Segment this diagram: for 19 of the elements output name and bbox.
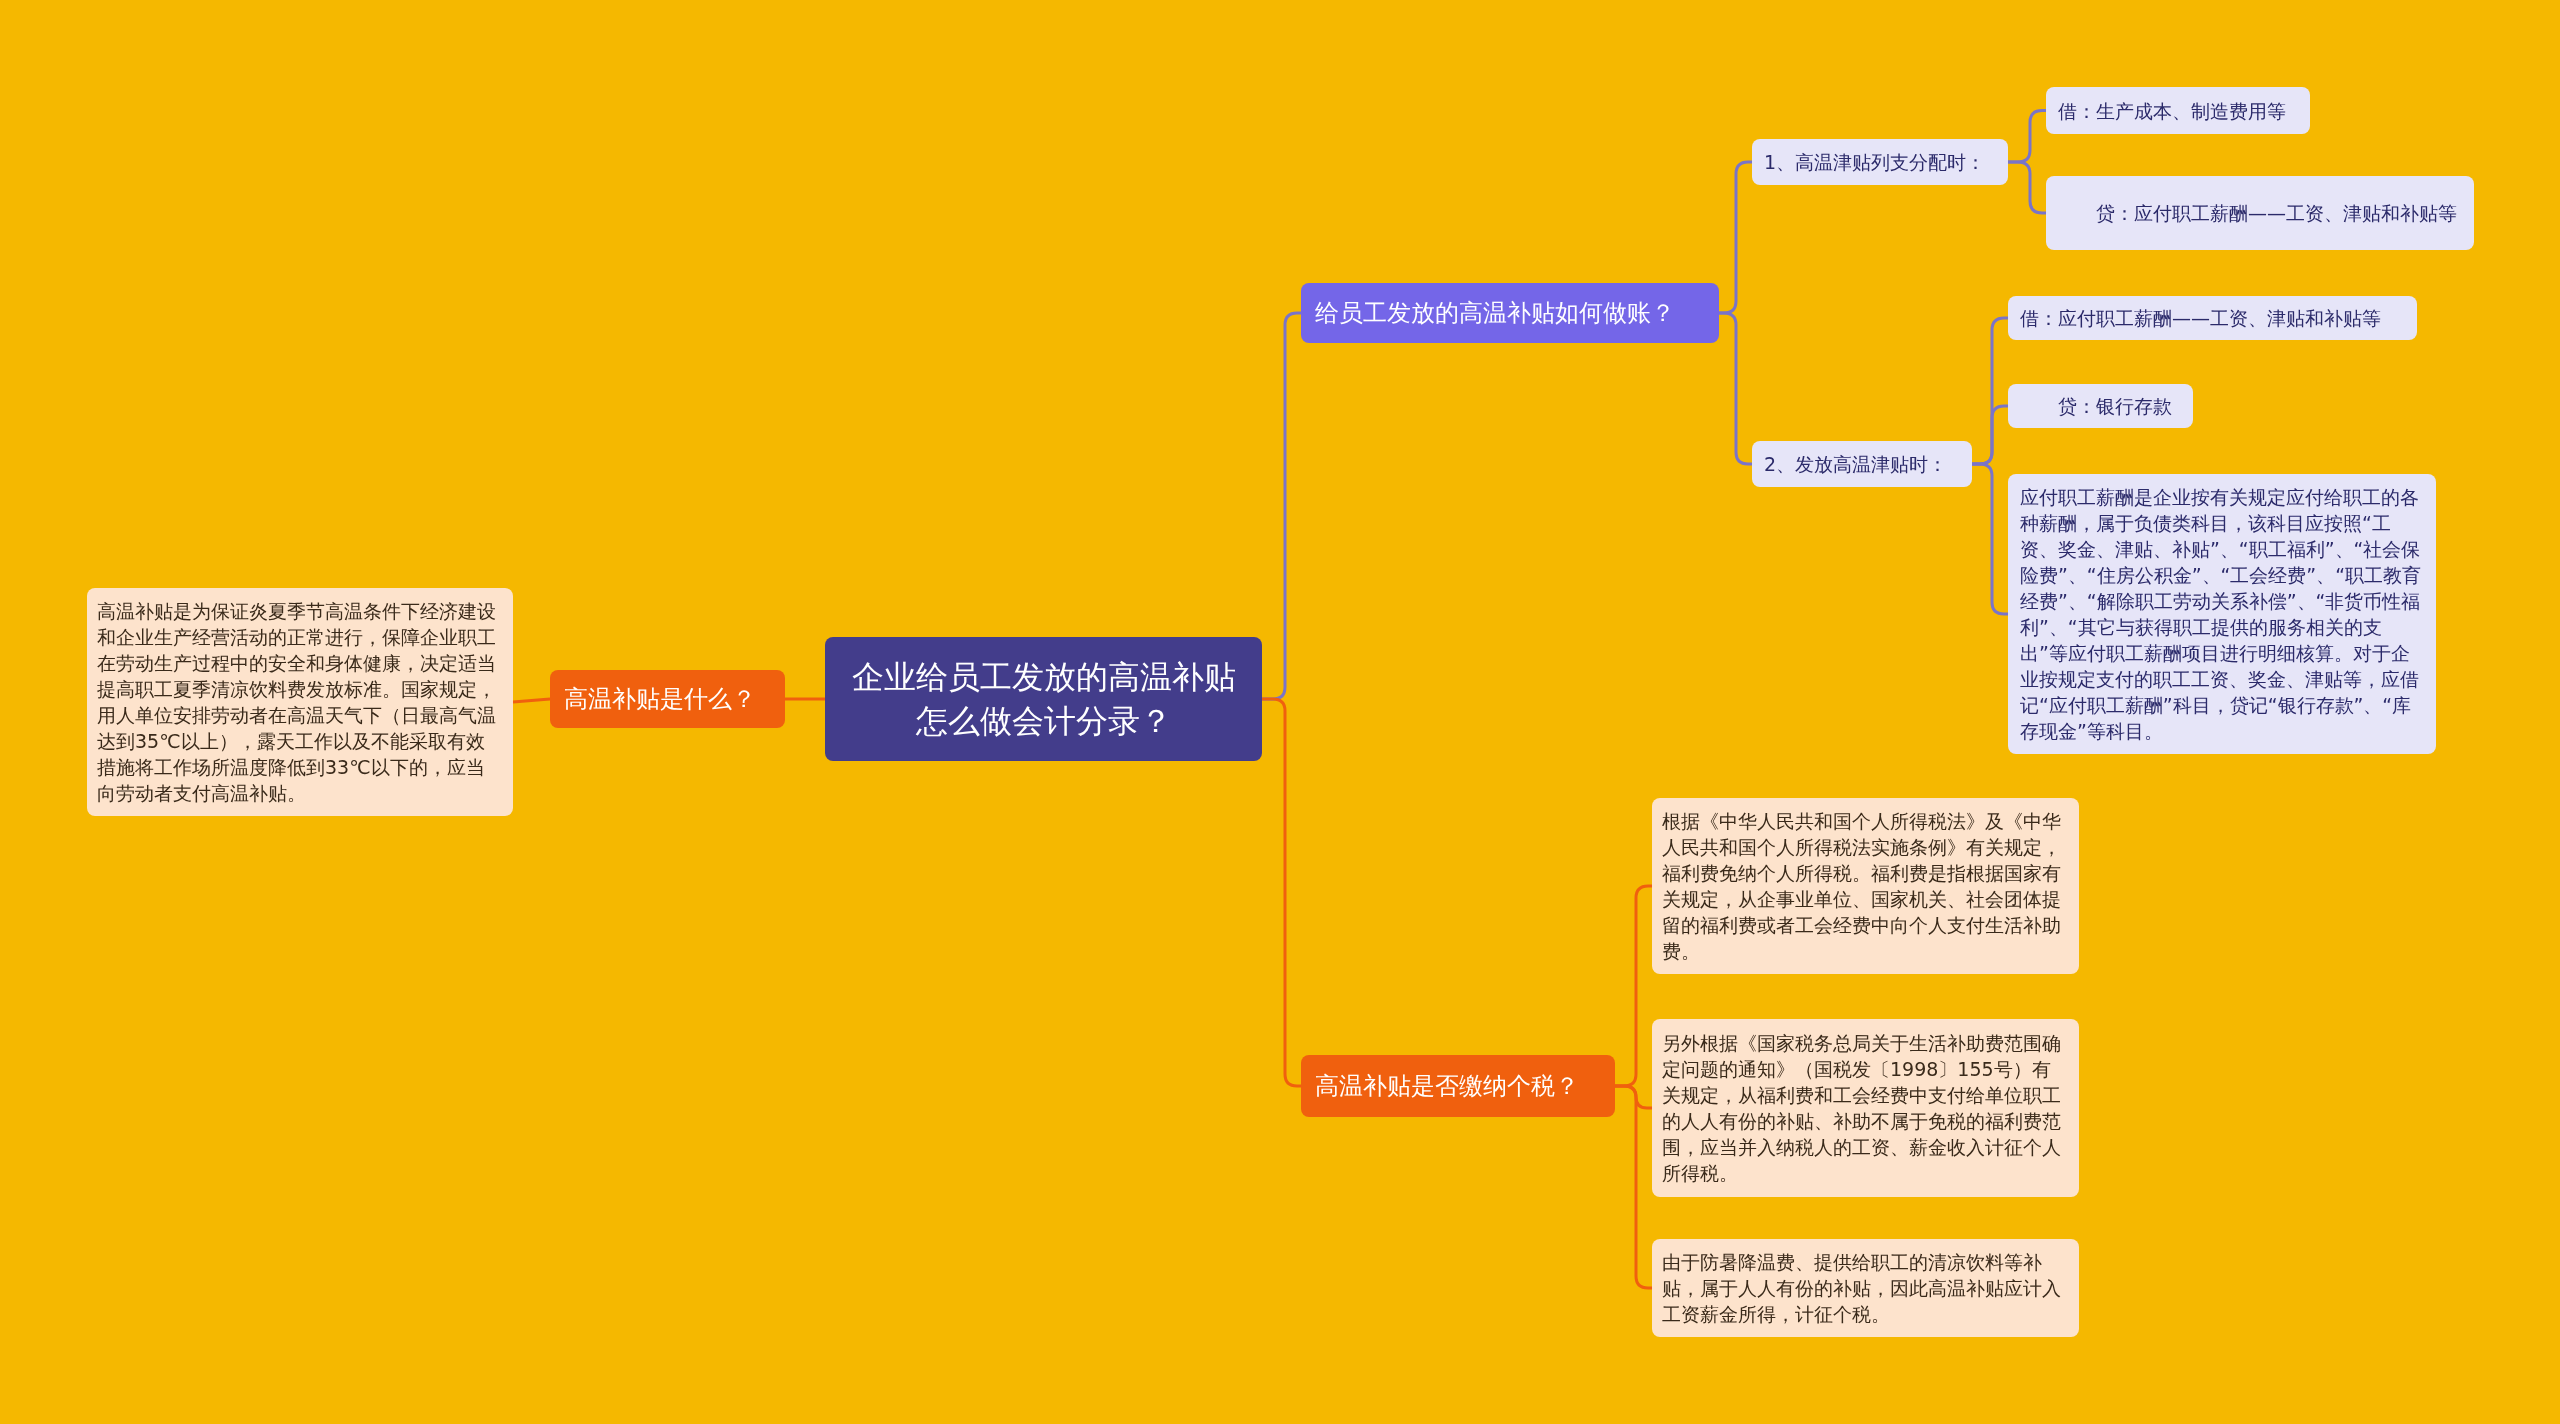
note-box: 2、发放高温津贴时： <box>1752 441 1972 487</box>
note-box: 1、高温津贴列支分配时： <box>1752 139 2008 185</box>
branch-box: 高温补贴是否缴纳个税？ <box>1301 1055 1615 1117</box>
topic-box: 企业给员工发放的高温补贴怎么做会计分录？ <box>825 637 1262 761</box>
connector-line <box>512 697 551 704</box>
branch-box: 给员工发放的高温补贴如何做账？ <box>1301 283 1719 343</box>
note-box: 应付职工薪酬是企业按有关规定应付给职工的各种薪酬，属于负债类科目，该科目应按照“工资、奖金、津贴、补贴”、“职工福利”、“社会保险费”、“住房公积金”、“工会经费”、“职工教育经费”、“解除职工劳动关系补偿”、“非货币性福利”、“其它与获得职工提供的服务相关的支出”等应付职工薪酬项目进行明细核算。对于企业按规定支付的职工工资、奖金、津贴等，应借记“应付职工薪酬”科目，贷记“银行存款”、“库存现金”等科目。 <box>2008 474 2436 754</box>
connector-line <box>1262 697 1301 1088</box>
note-box: 根据《中华人民共和国个人所得税法》及《中华人民共和国个人所得税法实施条例》有关规定，福利费免纳个人所得税。福利费是指根据国家有关规定，从企事业单位、国家机关、社会团体提留的福利费或者工会经费中向个人支付生活补助费。 <box>1652 798 2079 974</box>
connector-line <box>785 697 825 701</box>
note-box: 借：应付职工薪酬——工资、津贴和补贴等 <box>2008 296 2417 340</box>
note-box: 贷：应付职工薪酬——工资、津贴和补贴等 <box>2046 176 2474 250</box>
note-box: 贷：银行存款 <box>2008 384 2193 428</box>
connector-line <box>2008 160 2046 215</box>
note-box: 另外根据《国家税务总局关于生活补助费范围确定问题的通知》（国税发〔1998〕155号）有关规定，从福利费和工会经费中支付给单位职工的人人有份的补贴、补助不属于免税的福利费范围，应当并入纳税人的工资、薪金收入计征个人所得税。 <box>1652 1019 2079 1197</box>
note-box: 由于防暑降温费、提供给职工的清凉饮料等补贴，属于人人有份的补贴，因此高温补贴应计入工资薪金所得，计征个税。 <box>1652 1239 2079 1337</box>
branch-box: 高温补贴是什么？ <box>550 670 785 728</box>
note-box: 借：生产成本、制造费用等 <box>2046 87 2310 134</box>
note-box: 高温补贴是为保证炎夏季节高温条件下经济建设和企业生产经营活动的正常进行，保障企业职工在劳动生产过程中的安全和身体健康，决定适当提高职工夏季清凉饮料费发放标准。国家规定，用人单位安排劳动者在高温天气下（日最高气温达到35℃以上），露天工作以及不能采取有效措施将工作场所温度降低到33℃以下的，应当向劳动者支付高温补贴。 <box>87 588 513 816</box>
